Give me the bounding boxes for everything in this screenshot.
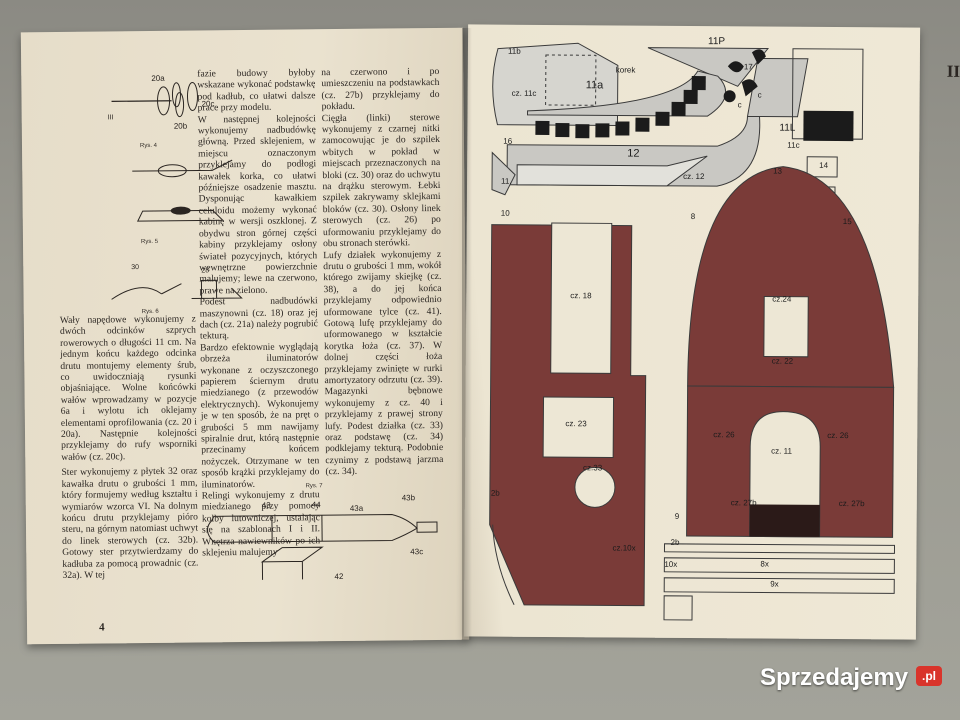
part-label: cz. 12 <box>683 171 705 182</box>
fig7-label-42: 42 <box>334 572 344 581</box>
part-label: 8 <box>690 211 696 222</box>
col2-paragraph: fazie budowy byłoby wskazane wykonać pod… <box>197 67 316 114</box>
part-label: 11L <box>779 122 796 134</box>
part-label: cz. 22 <box>771 356 794 366</box>
part-label: 11a <box>585 79 604 92</box>
right-page: II 11b cz. 11c 11a korek 11P 17 c c 12 c… <box>463 24 960 640</box>
watermark-text: Sprzedajemy <box>760 664 909 691</box>
col3-paragraph: Lufy działek wykonujemy z drutu o gruboś… <box>323 248 444 478</box>
fig7-label-43a: 43a <box>350 504 364 513</box>
part-label: 10x <box>664 559 678 569</box>
sheet-roman-numeral: II <box>946 61 960 81</box>
caption-rys4: Rys. 4 <box>139 142 158 150</box>
col3-paragraph: na czerwono i po umieszczeniu na podstaw… <box>321 65 440 113</box>
text-column-1: Wały napędowe wykonujemy z dwóch odcinkó… <box>60 314 199 582</box>
fig7-label-43b: 43b <box>402 493 416 502</box>
part-label: cz. 11 <box>771 446 792 456</box>
fig4-label-20b: 20b <box>174 122 188 131</box>
part-label: cz. 23 <box>565 419 587 429</box>
part-label: cz.10x <box>612 543 636 553</box>
part-label: 17 <box>743 62 753 72</box>
part-label: 11. <box>501 176 512 186</box>
part-label: cz.33 <box>583 463 603 473</box>
part-label: 12 <box>627 147 640 160</box>
part-label: 11P <box>707 36 726 48</box>
col1-paragraph: Ster wykonujemy z płytek 32 oraz kawałka… <box>61 465 199 581</box>
figure-4-propeller-shaft: 20a 20c 20b III <box>108 74 233 222</box>
part-label: 9 <box>674 511 680 521</box>
part-label: 16 <box>503 136 513 146</box>
col3-paragraph: Cięgła (linki) sterowe wykonujemy z czar… <box>321 111 441 250</box>
col2-paragraph: Podest nadbudówki maszynowni (cz. 18) or… <box>199 295 318 342</box>
part-label: korek <box>615 65 636 75</box>
fig4-label-20c: 20c <box>202 99 215 108</box>
left-page: 20a 20c 20b III Rys. 4 Rys. 5 30 28 Rys.… <box>20 27 470 645</box>
caption-rys5: Rys. 5 <box>140 238 159 246</box>
page-number: 4 <box>98 621 105 634</box>
part-label: cz.24 <box>772 294 792 304</box>
part-label: cz. 26 <box>713 430 735 440</box>
fig6-label-30: 30 <box>131 264 139 271</box>
part-label: 13 <box>773 166 783 176</box>
figure-7-gun-barrel: 43 44 43a 43b 43c 42 <box>207 493 438 581</box>
col2-paragraph: Bardzo efektownie wyglądają obrzeża ilum… <box>200 340 320 491</box>
part-label: cz. 27b <box>730 498 757 508</box>
fig4-label-20a: 20a <box>151 74 165 83</box>
part-label: 10 <box>500 208 510 218</box>
part-label: cz. 27b <box>838 499 865 509</box>
part-label: 9x <box>770 579 779 589</box>
part-label: cz. 18 <box>570 291 592 301</box>
cutout-parts-sheet <box>489 42 896 621</box>
fig4-label-iii: III <box>108 114 114 121</box>
part-label: cz. 11c <box>511 88 537 98</box>
part-labels: 11b cz. 11c 11a korek 11P 17 c c 12 cz. … <box>464 24 920 639</box>
part-label: cz. 26 <box>827 430 849 441</box>
part-label: 2b <box>670 537 680 547</box>
fig7-label-44: 44 <box>312 500 322 509</box>
part-label: 15 <box>842 217 852 227</box>
part-label: 11b <box>507 46 521 56</box>
part-label: 8x <box>760 559 769 569</box>
watermark-badge: .pl <box>916 666 942 686</box>
part-label: 11c <box>787 140 800 150</box>
part-label: c <box>737 100 742 110</box>
col2-paragraph: W następnej kolejności wykonujemy nadbud… <box>197 112 318 297</box>
book-spine-shadow <box>462 28 472 640</box>
figure-6-rudder-wires: 30 28 <box>111 264 243 300</box>
text-column-2: fazie budowy byłoby wskazane wykonać pod… <box>197 67 320 559</box>
fig7-label-43c: 43c <box>410 547 423 556</box>
part-label: 2b <box>490 488 500 498</box>
part-label: c <box>757 90 762 100</box>
text-column-3: na czerwono i po umieszczeniu na podstaw… <box>321 66 443 478</box>
part-label: 14 <box>819 160 829 170</box>
col1-paragraph: Wały napędowe wykonujemy z dwóch odcinkó… <box>59 313 198 463</box>
fig7-label-43: 43 <box>262 501 272 510</box>
fig6-label-28: 28 <box>201 267 209 274</box>
